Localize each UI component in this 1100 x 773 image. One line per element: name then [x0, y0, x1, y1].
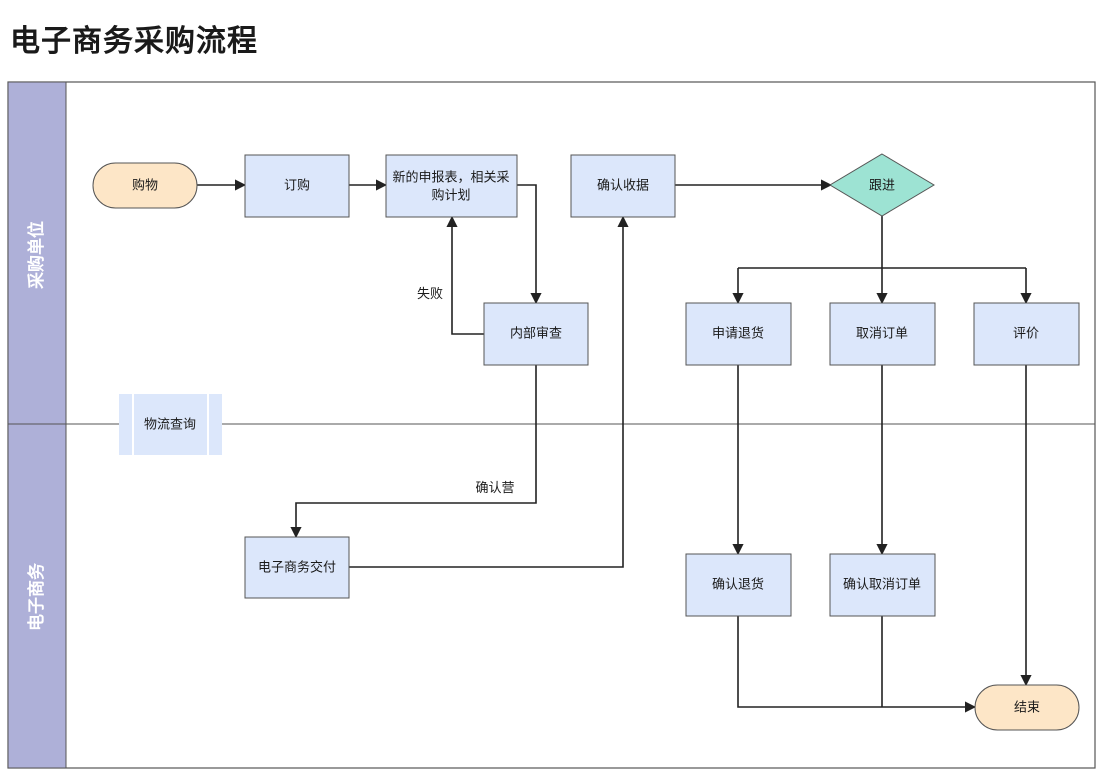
node-logistics-query [119, 394, 222, 455]
node-internal-review-label: 内部审查 [510, 326, 562, 342]
lane-label-ecommerce: 电子商务 [26, 562, 47, 631]
node-follow-up-label: 跟进 [869, 179, 895, 194]
edge-application-review [517, 184, 542, 305]
node-end-label: 结束 [1014, 701, 1040, 716]
node-ecommerce-delivery-label: 电子商务交付 [258, 560, 336, 576]
node-ecommerce-delivery [244, 536, 350, 599]
node-evaluate-label: 评价 [1013, 327, 1039, 342]
node-confirm-cancel-order [829, 553, 936, 617]
node-confirm-return [685, 553, 792, 617]
node-new-application-line1: 新的申报表，相关采 [392, 170, 509, 186]
edge-label-confirm-business: 确认营 [475, 481, 514, 496]
node-apply-return-label: 申请退货 [712, 326, 764, 342]
node-confirm-return-label: 确认退货 [712, 577, 764, 593]
node-confirm-receipt-label: 确认收据 [597, 179, 649, 194]
lane-header-ecommerce [7, 423, 67, 769]
node-logistics-query-label: 物流查询 [144, 418, 196, 433]
node-evaluate [973, 302, 1080, 366]
lane-header-purchasing [7, 81, 67, 425]
node-follow-up [829, 153, 935, 217]
node-order-label: 订购 [284, 178, 310, 194]
edge-review-failed [446, 215, 484, 335]
node-new-application-line2: 购计划 [431, 188, 470, 204]
node-apply-return [685, 302, 792, 366]
node-end [974, 684, 1080, 731]
edge-confirm-return-end [737, 616, 977, 713]
node-confirm-cancel-order-label: 确认取消订单 [843, 578, 921, 593]
node-shopping [92, 162, 198, 209]
node-shopping-label: 购物 [132, 178, 158, 194]
edge-delivery-receipt [349, 215, 629, 568]
page-title: 电子商务采购流程 [10, 24, 258, 59]
node-internal-review [483, 302, 589, 366]
node-cancel-order [829, 302, 936, 366]
lane-label-purchasing: 采购单位 [26, 221, 47, 290]
edge-review-delivery [290, 365, 537, 539]
node-confirm-receipt [570, 154, 676, 218]
node-new-application [385, 154, 518, 218]
node-order [244, 154, 350, 218]
node-cancel-order-label: 取消订单 [856, 327, 908, 342]
edge-label-failed: 失败 [417, 287, 443, 302]
